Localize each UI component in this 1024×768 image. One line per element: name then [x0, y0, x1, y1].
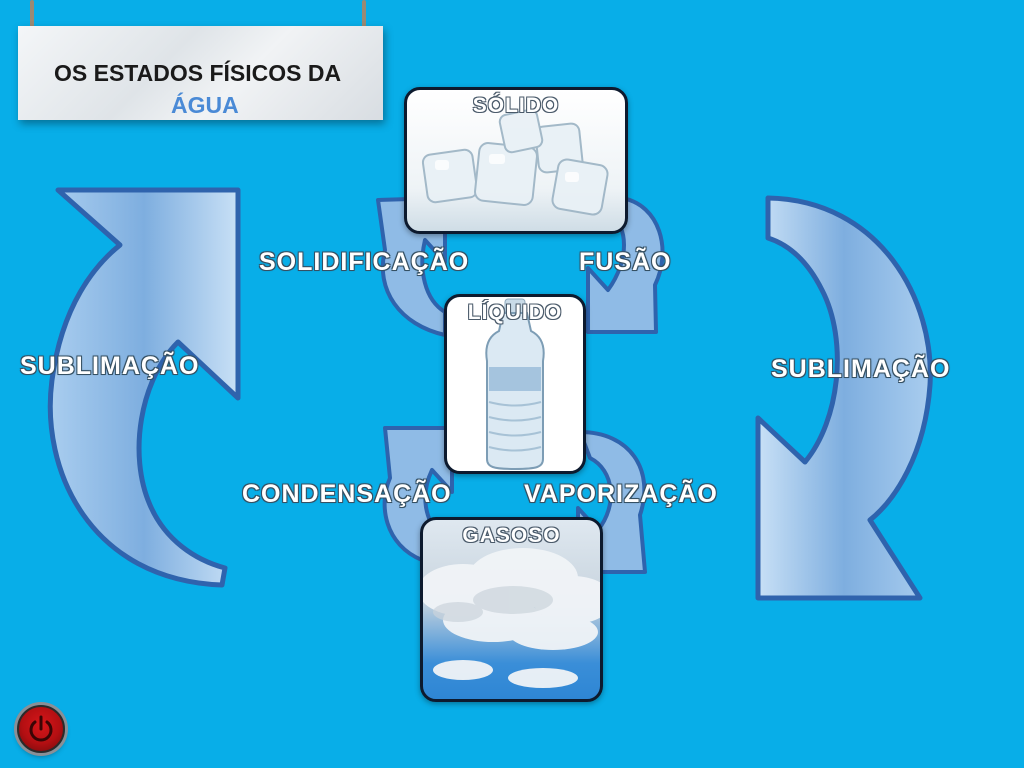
title-sign: OS ESTADOS FÍSICOS DA ÁGUA — [18, 26, 383, 120]
water-bottle-image — [485, 298, 545, 471]
label-vaporization: VAPORIZAÇÃO — [524, 480, 718, 508]
state-gas-box: GASOSO — [420, 517, 603, 702]
fusion-arrow — [586, 196, 665, 334]
label-fusion: FUSÃO — [579, 248, 672, 276]
sublimation-right-arrow — [755, 195, 933, 601]
title-line-2: ÁGUA — [171, 92, 239, 118]
label-sublimation-right: SUBLIMAÇÃO — [771, 355, 951, 383]
sublimation-left-arrow — [47, 187, 241, 588]
state-solid-label: SÓLIDO — [472, 94, 560, 117]
label-condensation: CONDENSAÇÃO — [242, 480, 452, 508]
clouds-image — [423, 548, 600, 688]
power-icon — [29, 715, 53, 742]
title-line-1: OS ESTADOS FÍSICOS DA — [54, 60, 342, 86]
state-solid-box: SÓLIDO — [404, 87, 628, 234]
state-liquid-box: LÍQUIDO — [444, 294, 586, 474]
power-button[interactable] — [17, 705, 65, 753]
label-solidification: SOLIDIFICAÇÃO — [259, 248, 470, 276]
label-sublimation-left: SUBLIMAÇÃO — [20, 352, 200, 380]
state-gas-label: GASOSO — [462, 524, 561, 547]
state-liquid-label: LÍQUIDO — [467, 301, 563, 324]
ice-cubes-image — [421, 108, 609, 216]
